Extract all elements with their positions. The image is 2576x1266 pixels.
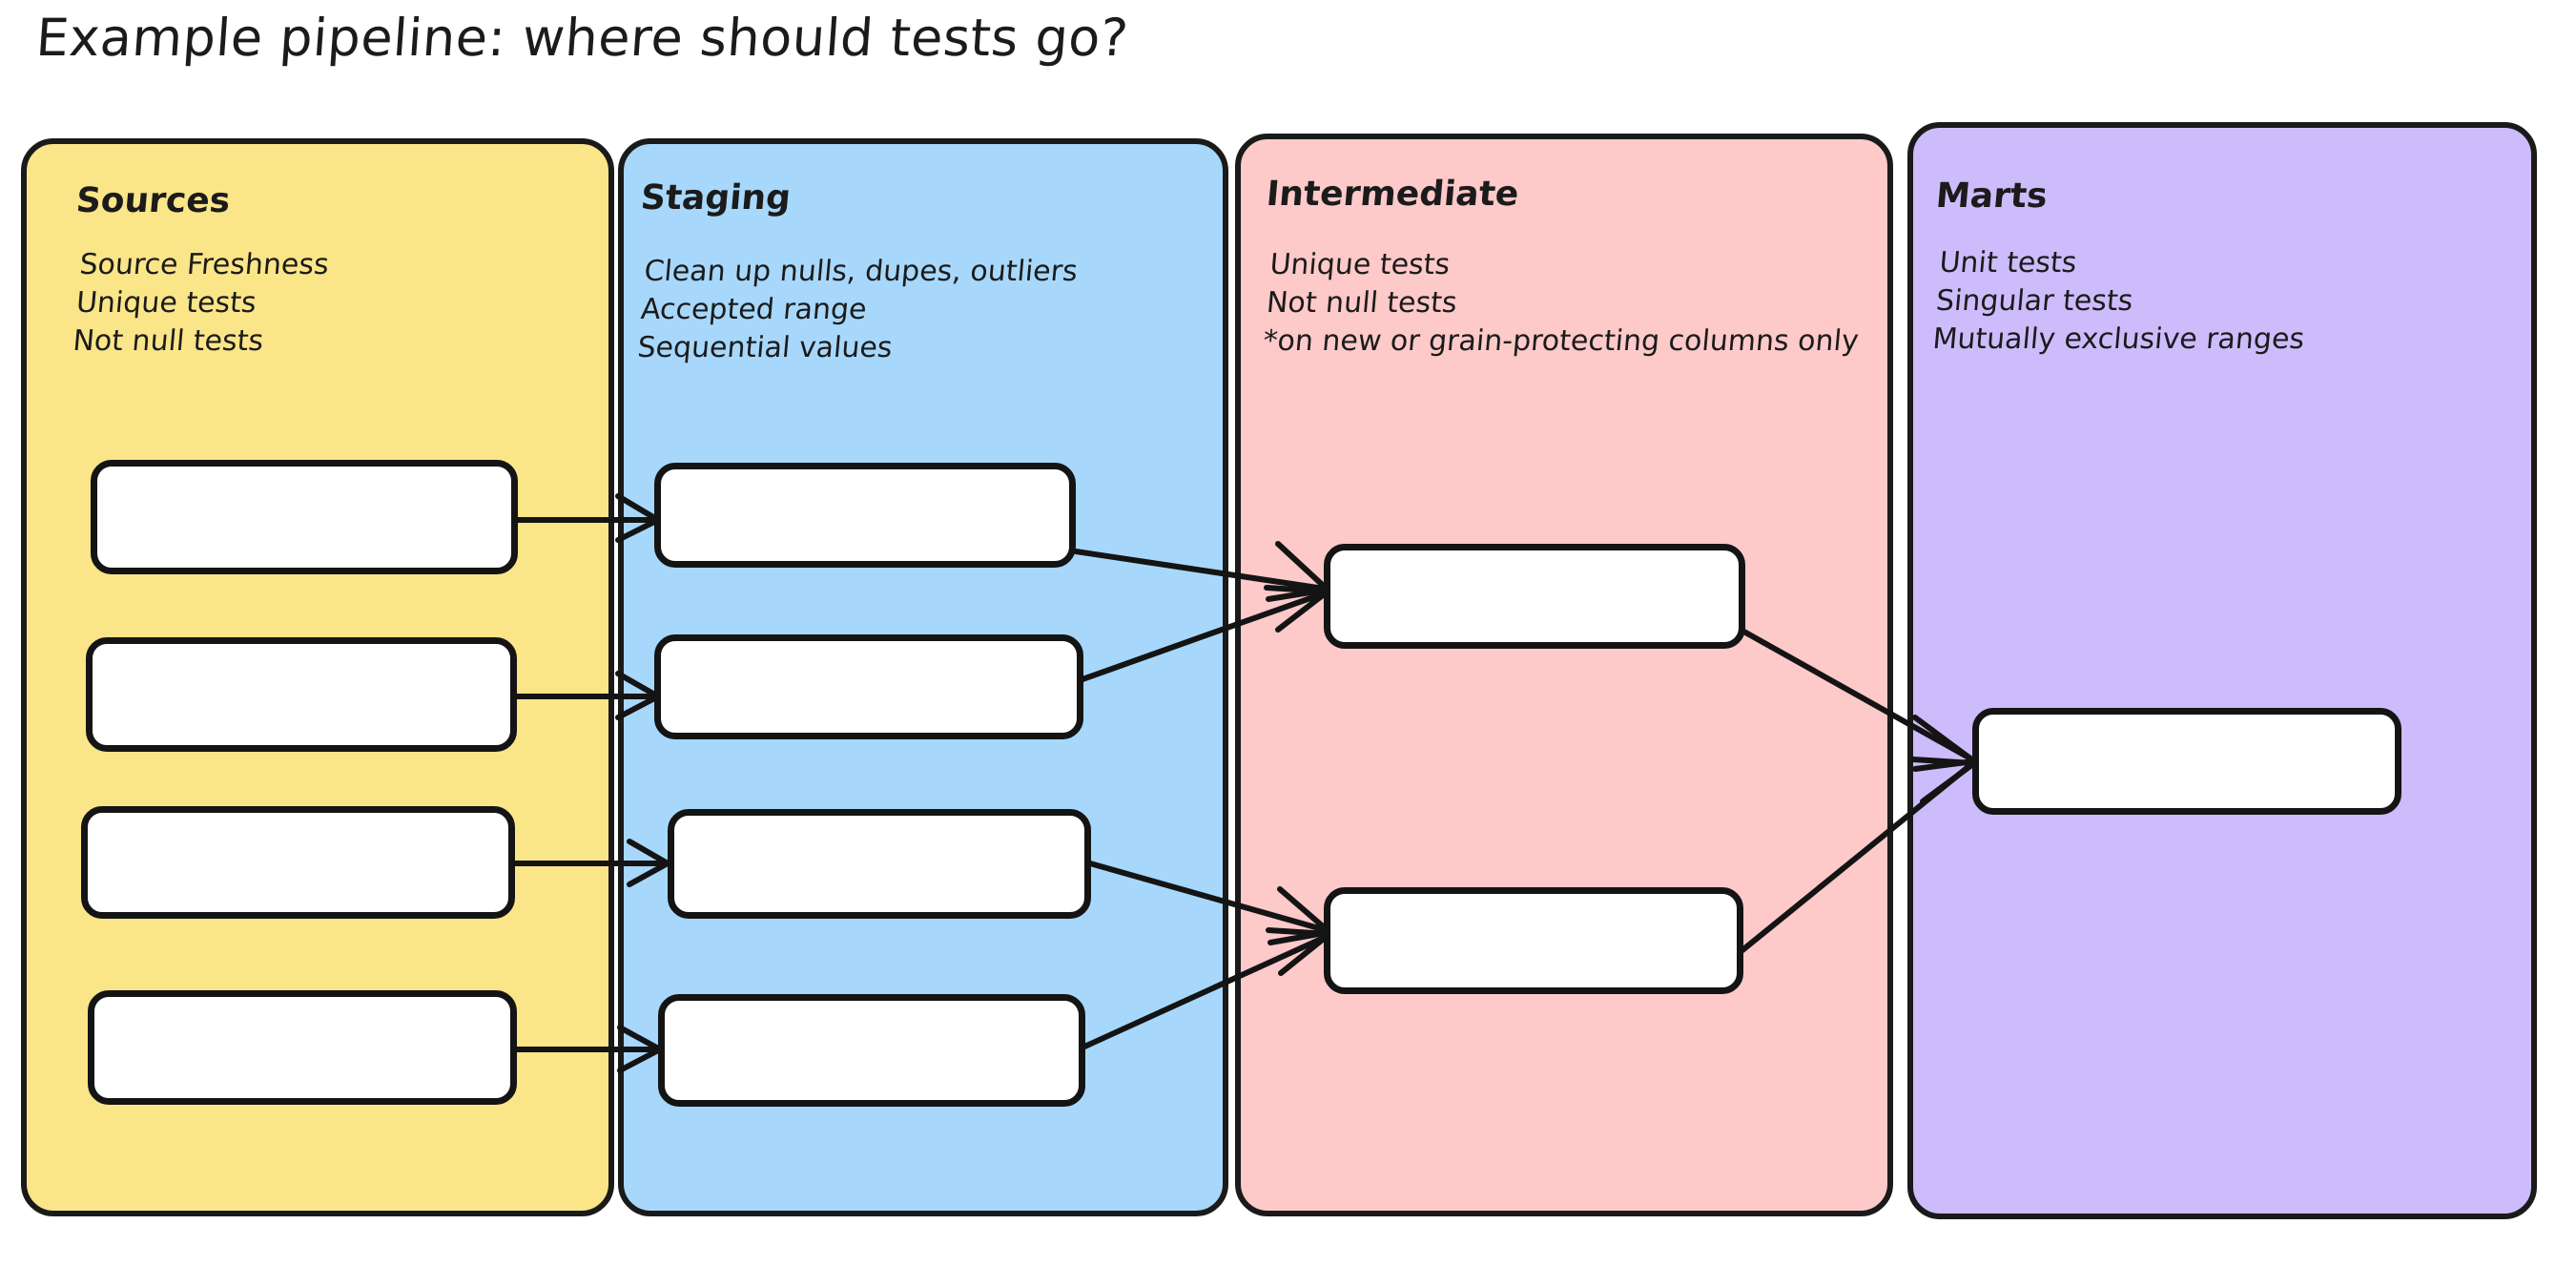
lane-title-marts: Marts: [1934, 176, 2050, 216]
node-stg-2[interactable]: [654, 634, 1083, 739]
lane-title-intermediate: Intermediate: [1265, 175, 1521, 214]
lane-line: *on new or grain-protecting columns only: [1262, 324, 1861, 358]
lane-title-sources: Sources: [74, 181, 233, 220]
lane-line: Sequential values: [636, 331, 895, 364]
lane-line: Source Freshness: [78, 248, 331, 281]
lane-line: Accepted range: [639, 293, 869, 326]
lane-body-sources: Source Freshness Unique tests Not null t…: [72, 246, 331, 361]
node-mart-1[interactable]: [1972, 708, 2401, 815]
lane-line: Unique tests: [1268, 248, 1452, 281]
node-src-2[interactable]: [86, 637, 517, 752]
node-stg-1[interactable]: [654, 463, 1076, 568]
lane-line: Singular tests: [1934, 284, 2134, 318]
lane-line: Unit tests: [1938, 246, 2078, 280]
lane-marts[interactable]: [1907, 122, 2537, 1219]
node-int-1[interactable]: [1324, 544, 1745, 649]
lane-body-intermediate: Unique tests Not null tests *on new or g…: [1262, 246, 1867, 361]
lane-title-staging: Staging: [639, 178, 793, 218]
lane-line: Unique tests: [74, 286, 258, 320]
node-src-1[interactable]: [91, 460, 518, 574]
lane-line: Clean up nulls, dupes, outliers: [643, 255, 1080, 288]
node-stg-4[interactable]: [658, 994, 1085, 1107]
node-int-2[interactable]: [1324, 887, 1743, 994]
lane-body-marts: Unit tests Singular tests Mutually exclu…: [1931, 244, 2313, 359]
lane-line: Not null tests: [1265, 286, 1459, 320]
node-src-4[interactable]: [88, 990, 517, 1105]
lane-line: Mutually exclusive ranges: [1931, 322, 2306, 356]
node-src-3[interactable]: [81, 806, 515, 919]
lane-body-staging: Clean up nulls, dupes, outliers Accepted…: [636, 253, 1080, 367]
page-title: Example pipeline: where should tests go?: [33, 8, 1131, 68]
node-stg-3[interactable]: [668, 809, 1091, 919]
lane-line: Not null tests: [72, 324, 265, 358]
